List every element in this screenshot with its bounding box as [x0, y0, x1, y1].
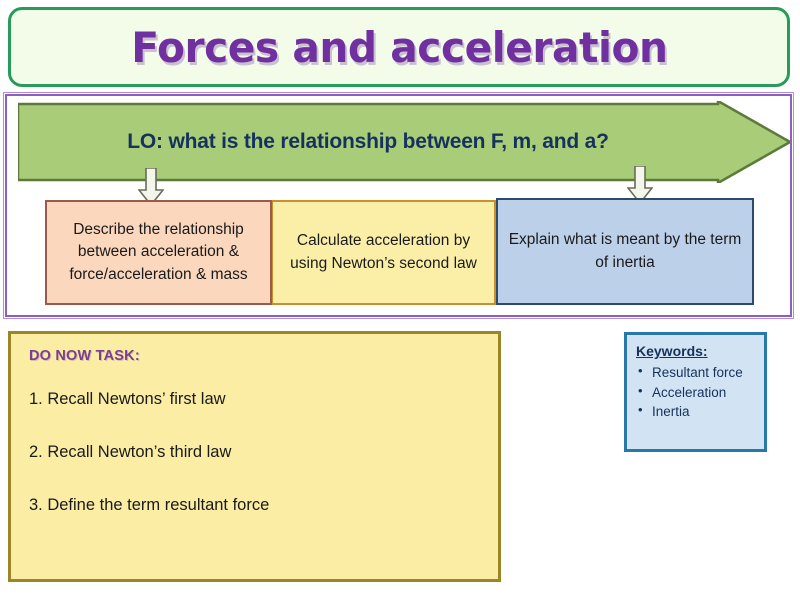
- objective-box-could: Explain what is meant by the term of ine…: [496, 198, 754, 305]
- objective-box-should: Calculate acceleration by using Newton’s…: [272, 200, 496, 305]
- arrow-down-shape: [627, 166, 653, 204]
- slide-title-box: Forces and acceleration: [8, 7, 790, 87]
- arrow-down-shape: [138, 168, 164, 206]
- do-now-item: 2. Recall Newton’s third law: [29, 443, 232, 461]
- list-item: Inertia: [636, 401, 755, 422]
- list-item: Acceleration: [636, 382, 755, 403]
- objective-box-text: Explain what is meant by the term of ine…: [508, 231, 742, 271]
- arrow-down-icon: [138, 168, 164, 206]
- keywords-box: Keywords: Resultant force Acceleration I…: [624, 332, 767, 452]
- page-title: Forces and acceleration: [130, 22, 668, 72]
- keywords-heading: Keywords:: [636, 343, 708, 359]
- do-now-item: 1. Recall Newtons’ first law: [29, 390, 226, 408]
- arrow-down-icon: [627, 166, 653, 204]
- keywords-list: Resultant force Acceleration Inertia: [636, 362, 755, 422]
- objective-box-must: Describe the relationship between accele…: [45, 200, 272, 305]
- do-now-item: 3. Define the term resultant force: [29, 496, 270, 514]
- do-now-heading: DO NOW TASK:: [29, 348, 140, 364]
- list-item: Resultant force: [636, 362, 755, 383]
- objective-box-text: Describe the relationship between accele…: [69, 220, 248, 283]
- do-now-task-box: DO NOW TASK: 1. Recall Newtons’ first la…: [8, 331, 501, 582]
- objective-box-text: Calculate acceleration by using Newton’s…: [290, 232, 477, 272]
- learning-objective-text: LO: what is the relationship between F, …: [127, 130, 609, 153]
